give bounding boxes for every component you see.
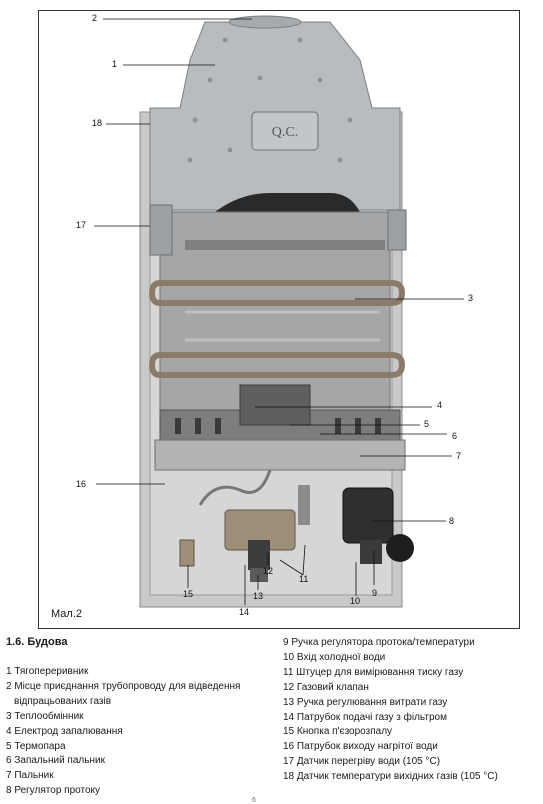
callout-13: 13 (253, 591, 264, 601)
legend-item-16: 16 Патрубок виходу нагрітої води (283, 741, 438, 753)
legend-item-11: 11 Штуцер для вимірювання тиску газу (283, 666, 464, 678)
legend-item-1: 1 Тягопереривник (6, 666, 89, 677)
cold-water-inlet (360, 540, 382, 564)
burner-nozzles (175, 418, 381, 434)
callout-2: 2 (92, 13, 98, 23)
callout-1: 1 (112, 59, 118, 69)
hot-water-outlet (179, 539, 195, 567)
water-regulator (342, 487, 394, 544)
legend-item-17: 17 Датчик перегріву води (105 °C) (283, 756, 441, 768)
legend-item-10: 10 Вхід холодної води (283, 651, 386, 663)
callout-12: 12 (263, 566, 274, 576)
legend-item-8: 8 Регулятор протоку (6, 785, 101, 797)
left-bracket (149, 204, 173, 256)
piezo-button (298, 485, 310, 525)
callout-7: 7 (456, 451, 462, 461)
right-bracket (387, 209, 407, 251)
heat-exchanger-pipes (148, 280, 406, 378)
legend-item-13: 13 Ручка регулювання витрати газу (283, 696, 448, 708)
section-title: 1.6. Будова (6, 636, 68, 648)
flue-opening (215, 193, 360, 212)
fin-lines (185, 310, 380, 342)
callout-5: 5 (424, 419, 430, 429)
callout-3: 3 (468, 293, 474, 303)
legend-item-15: 15 Кнопка п'єзорозпалу (283, 726, 393, 738)
legend-item-5: 5 Термопара (6, 740, 66, 752)
legend-item-3: 3 Теплообмінник (6, 710, 84, 722)
legend-item-6: 6 Запальний пальник (6, 755, 105, 767)
qc-plate (251, 111, 319, 151)
gas-inlet (250, 568, 268, 582)
callout-8: 8 (449, 516, 455, 526)
plate-holes (187, 37, 353, 163)
callout-17: 17 (76, 220, 87, 230)
legend-item-14: 14 Патрубок подачі газу з фільтром (283, 711, 447, 723)
gas-knob (248, 540, 270, 570)
burner-base (154, 439, 406, 471)
legend-left: 1 Тягопереривник 2 Місце приєднання труб… (6, 665, 276, 799)
pilot-assembly (239, 384, 311, 426)
callout-16: 16 (76, 479, 87, 489)
water-heater-illustration: Q.C. (94, 15, 464, 608)
legend-item-18: 18 Датчик температури вихідних газів (10… (283, 771, 498, 783)
callout-14: 14 (239, 607, 250, 617)
legend-item-7: 7 Пальник (6, 770, 54, 782)
figure-caption: Мал.2 (51, 608, 82, 620)
callout-15: 15 (183, 589, 194, 599)
pipe-tube (198, 469, 272, 506)
page-number: 6 (252, 797, 256, 804)
callout-9: 9 (372, 588, 378, 598)
callout-4: 4 (437, 400, 443, 410)
water-knob (386, 534, 414, 562)
legend-item-12: 12 Газовий клапан (283, 681, 369, 693)
legend-item-4: 4 Електрод запалювання (6, 725, 123, 737)
legend-item-2: 2 Місце приєднання трубопроводу для відв… (6, 680, 241, 707)
callout-18: 18 (92, 118, 103, 128)
callout-11: 11 (299, 574, 309, 584)
leader-lines (94, 18, 464, 605)
legend-item-9: 9 Ручка регулятора протока/температури (283, 637, 475, 648)
fin-grille (185, 240, 385, 250)
flue-collar (228, 15, 302, 29)
legend-right: 9 Ручка регулятора протока/температури 1… (283, 636, 538, 785)
qc-plate-text: Q.C. (272, 125, 298, 140)
callout-6: 6 (452, 431, 458, 441)
callout-10: 10 (350, 596, 361, 606)
